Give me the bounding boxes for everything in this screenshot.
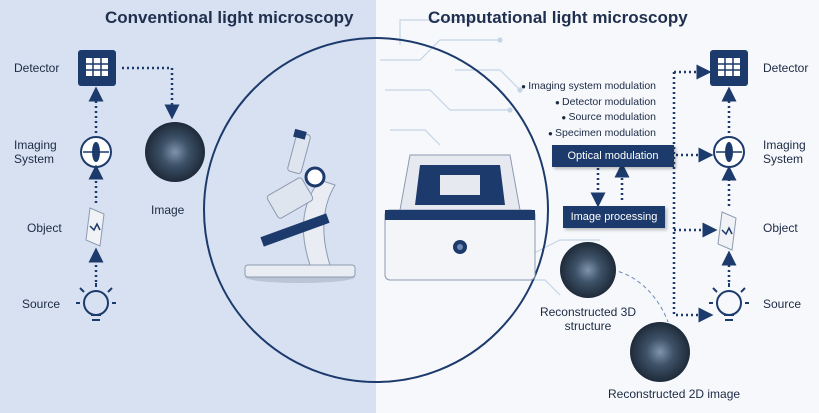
image-processing-box: Image processing (563, 206, 665, 228)
left-imaging-label-line1: Imaging (14, 138, 57, 152)
right-title: Computational light microscopy (428, 8, 688, 27)
left-image-label: Image (151, 203, 185, 217)
reconstructed-3d-cell (560, 242, 616, 298)
reconstructed-3d-label: Reconstructed 3D structure (536, 305, 640, 333)
right-imaging-label-line1: Imaging (763, 138, 806, 152)
left-imaging-system-label: Imaging System (14, 138, 57, 166)
modulation-item: Imaging system modulation (496, 79, 656, 95)
reconstructed-3d-line1: Reconstructed 3D (539, 305, 637, 319)
left-source-icon (76, 283, 116, 321)
left-imaging-label-line2: System (14, 152, 55, 166)
left-object-icon (85, 207, 105, 247)
left-detector-label: Detector (14, 61, 60, 75)
reconstructed-3d-line2: structure (564, 319, 612, 333)
right-source-label: Source (763, 297, 802, 311)
right-detector-icon (710, 50, 748, 86)
right-detector-label: Detector (763, 61, 809, 75)
reconstructed-2d-cell (630, 322, 690, 382)
reconstructed-2d-label: Reconstructed 2D image (608, 387, 741, 401)
computational-instrument (384, 154, 536, 281)
right-imaging-system-label: Imaging System (763, 138, 806, 166)
modulation-item: Specimen modulation (496, 126, 656, 142)
modulation-item: Source modulation (496, 110, 656, 126)
right-imaging-system-icon (713, 136, 745, 168)
right-imaging-label-line2: System (763, 152, 804, 166)
modulation-item: Detector modulation (496, 95, 656, 111)
left-title: Conventional light microscopy (105, 8, 354, 27)
right-object-label: Object (763, 221, 798, 235)
left-source-label: Source (22, 297, 61, 311)
microscope-illustration (244, 128, 356, 283)
right-object-icon (717, 211, 737, 251)
left-detector-icon (78, 50, 116, 86)
modulation-list: Imaging system modulation Detector modul… (496, 79, 656, 141)
right-source-icon (709, 283, 749, 321)
optical-modulation-box: Optical modulation (552, 145, 674, 167)
left-image-cell (145, 122, 205, 182)
center-circle (203, 37, 549, 383)
left-imaging-system-icon (80, 136, 112, 168)
left-object-label: Object (27, 221, 62, 235)
